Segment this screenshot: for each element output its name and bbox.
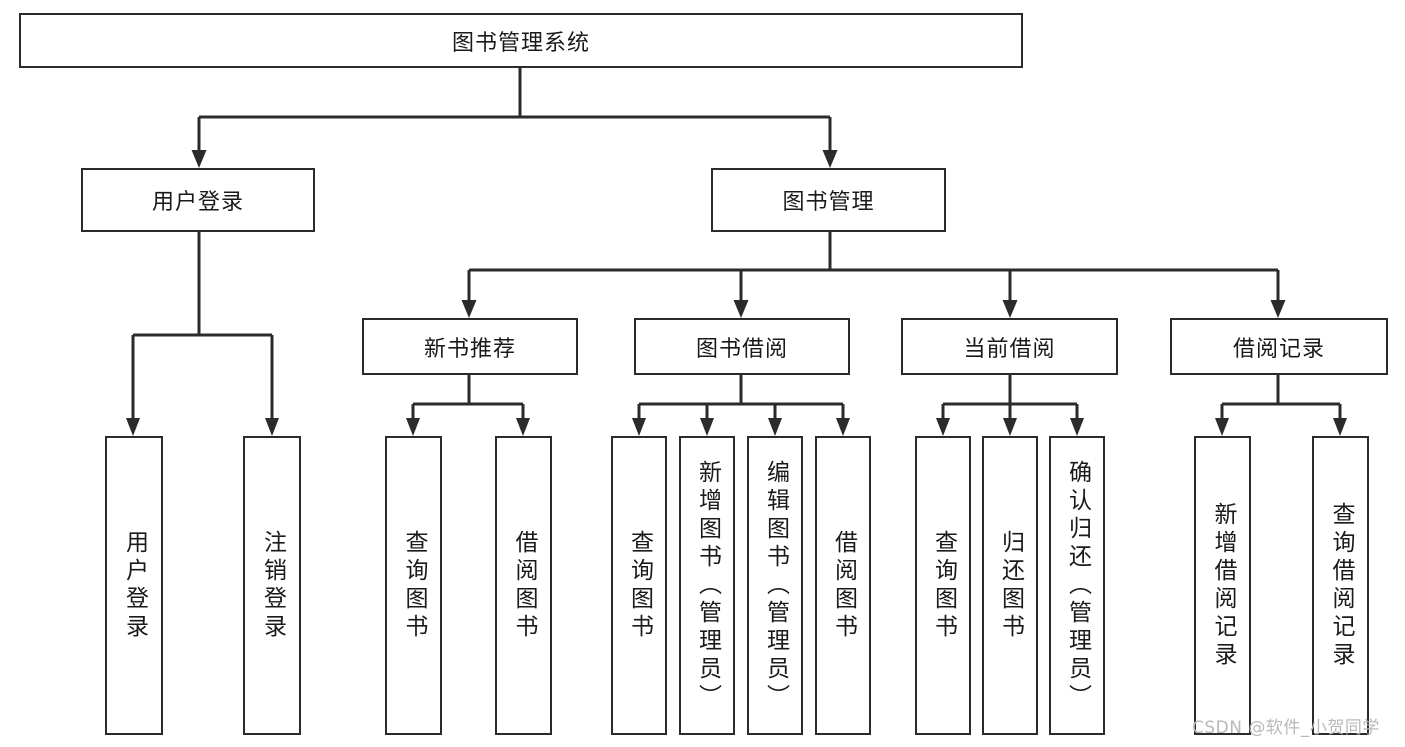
node-leaf-edit-book-label: 编辑图书（管理员） (762, 459, 789, 712)
node-current-borrow[interactable]: 当前借阅 (901, 318, 1118, 375)
node-leaf-query-record[interactable]: 查询借阅记录 (1312, 436, 1369, 735)
node-leaf-query-book-3[interactable]: 查询图书 (915, 436, 971, 735)
node-leaf-add-book[interactable]: 新增图书（管理员） (679, 436, 735, 735)
node-leaf-query-book-3-label: 查询图书 (930, 529, 957, 642)
node-book-borrow[interactable]: 图书借阅 (634, 318, 850, 375)
node-user-login[interactable]: 用户登录 (81, 168, 315, 232)
node-leaf-logout-login-label: 注销登录 (259, 529, 286, 642)
node-leaf-add-record-label: 新增借阅记录 (1210, 501, 1236, 670)
node-current-borrow-label: 当前借阅 (963, 336, 1056, 362)
node-root[interactable]: 图书管理系统 (19, 13, 1023, 68)
watermark: CSDN @软件_小贺同学 (1192, 718, 1380, 738)
node-borrow-record-label: 借阅记录 (1232, 336, 1325, 362)
node-leaf-query-book-1[interactable]: 查询图书 (385, 436, 442, 735)
node-root-label: 图书管理系统 (451, 30, 590, 56)
node-leaf-query-book-2-label: 查询图书 (626, 529, 653, 642)
node-leaf-query-book-2[interactable]: 查询图书 (611, 436, 667, 735)
node-book-management-label: 图书管理 (782, 190, 875, 215)
node-leaf-query-book-1-label: 查询图书 (401, 529, 427, 642)
node-new-book-recommend-label: 新书推荐 (423, 336, 516, 362)
node-leaf-borrow-book-1[interactable]: 借阅图书 (495, 436, 552, 735)
node-user-login-label: 用户登录 (151, 190, 244, 215)
node-leaf-query-record-label: 查询借阅记录 (1328, 501, 1354, 670)
node-book-borrow-label: 图书借阅 (695, 336, 788, 362)
node-leaf-logout-login[interactable]: 注销登录 (243, 436, 301, 735)
node-leaf-user-login[interactable]: 用户登录 (105, 436, 163, 735)
node-leaf-user-login-label: 用户登录 (121, 529, 148, 642)
node-leaf-confirm-return-label: 确认归还（管理员） (1064, 459, 1091, 712)
node-leaf-return-book-label: 归还图书 (997, 529, 1024, 642)
node-leaf-borrow-book-2[interactable]: 借阅图书 (815, 436, 871, 735)
node-borrow-record[interactable]: 借阅记录 (1170, 318, 1388, 375)
node-leaf-edit-book[interactable]: 编辑图书（管理员） (747, 436, 803, 735)
node-leaf-confirm-return[interactable]: 确认归还（管理员） (1049, 436, 1105, 735)
node-leaf-borrow-book-2-label: 借阅图书 (830, 529, 857, 642)
node-leaf-borrow-book-1-label: 借阅图书 (511, 529, 537, 642)
node-leaf-add-book-label: 新增图书（管理员） (694, 459, 721, 712)
node-new-book-recommend[interactable]: 新书推荐 (362, 318, 578, 375)
node-leaf-return-book[interactable]: 归还图书 (982, 436, 1038, 735)
node-leaf-add-record[interactable]: 新增借阅记录 (1194, 436, 1251, 735)
node-book-management[interactable]: 图书管理 (711, 168, 946, 232)
